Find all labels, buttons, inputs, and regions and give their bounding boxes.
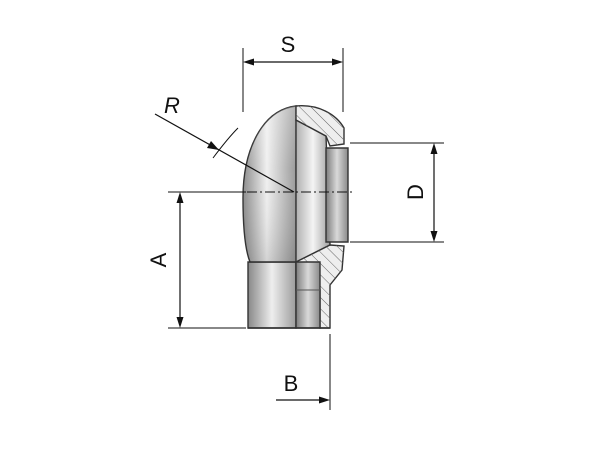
seat-chamfer [295,118,331,264]
dimension-s: S [242,32,344,112]
stem-bore [295,261,321,329]
dim-label-b: B [284,371,299,396]
dimension-b: B [276,334,331,410]
through-bore [325,147,349,243]
dimension-a: A [146,191,246,329]
dimension-r: R [154,93,295,193]
dim-label-a: A [146,252,171,267]
dim-label-r: R [164,93,180,118]
dimension-d: D [350,142,444,243]
dim-label-s: S [281,32,296,57]
fitting-body [242,105,349,329]
stem [247,261,297,329]
dim-label-d: D [403,184,428,200]
